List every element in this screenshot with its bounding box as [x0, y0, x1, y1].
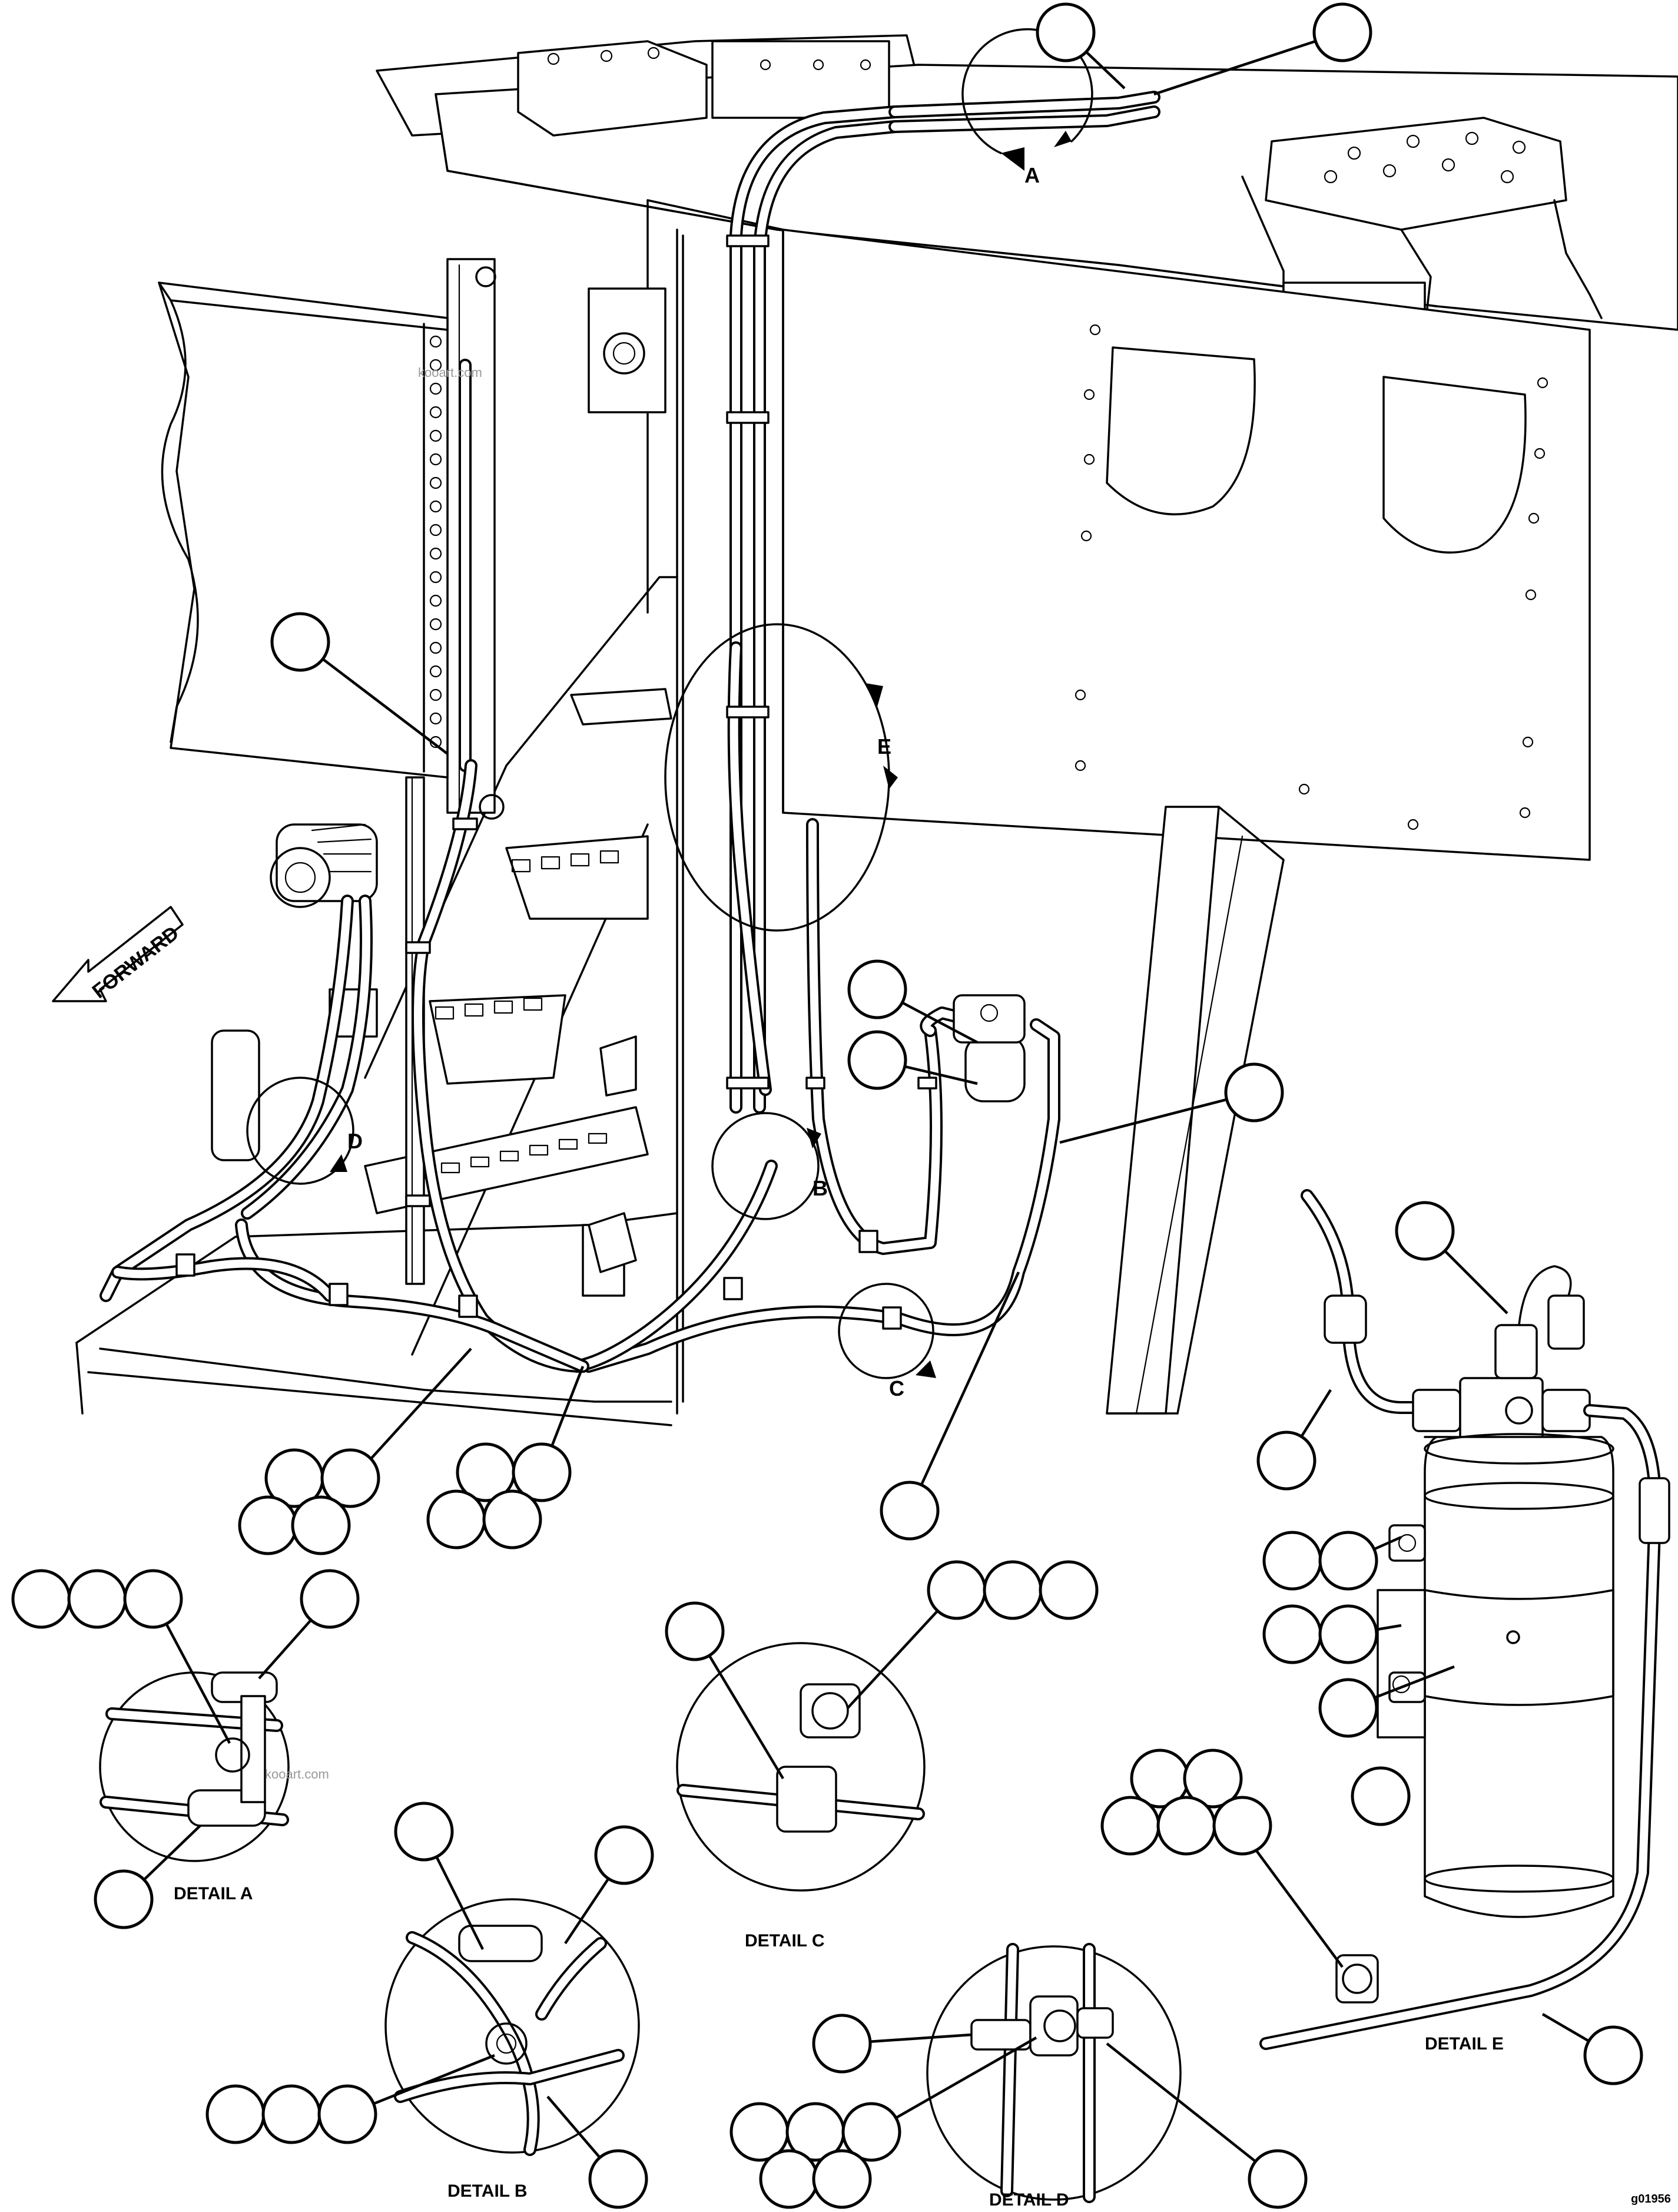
detail-ring-e: E: [664, 623, 898, 932]
forward-arrow: FORWARD: [52, 906, 184, 1003]
wall-bolts: [1075, 324, 1548, 830]
detail-a: kooart.com DETAIL A: [11, 1569, 360, 1929]
detail-letter-d: D: [347, 1129, 363, 1153]
receiver-dryer-main: [953, 994, 1026, 1102]
compressor: [270, 823, 378, 908]
detail-ring-b: B: [711, 1112, 828, 1220]
detail-d: DETAIL D: [729, 1943, 1308, 2210]
detail-ring-a: A: [961, 28, 1093, 187]
caption-detail-e: DETAIL E: [1425, 2034, 1504, 2054]
detail-letter-a: A: [1024, 163, 1040, 187]
detail-e: kooart.com DETAIL E: [1100, 1189, 1670, 2085]
watermark-text: kooart.com: [265, 1767, 329, 1781]
caption-detail-d: DETAIL D: [989, 2190, 1069, 2210]
detail-ring-c: C: [838, 1283, 936, 1400]
main-callouts: [238, 2, 1372, 1555]
detail-letter-c: C: [889, 1376, 904, 1400]
ac-hoses: [100, 91, 1160, 1373]
caption-detail-c: DETAIL C: [745, 1931, 825, 1951]
caption-detail-b: DETAIL B: [447, 2181, 528, 2201]
watermark-text: kooart.com: [418, 365, 482, 380]
detail-letter-e: E: [877, 734, 891, 759]
detail-letter-b: B: [813, 1176, 828, 1200]
detail-ring-d: D: [246, 1077, 363, 1185]
condenser: kooart.com: [158, 282, 482, 779]
figure-code: g01956: [1631, 2193, 1671, 2206]
clips: [175, 234, 1020, 1330]
detail-b: DETAIL B: [205, 1802, 654, 2209]
caption-detail-a: DETAIL A: [174, 1884, 253, 1903]
condenser-fins: [429, 335, 442, 749]
detail-c: DETAIL C: [665, 1560, 1099, 1951]
